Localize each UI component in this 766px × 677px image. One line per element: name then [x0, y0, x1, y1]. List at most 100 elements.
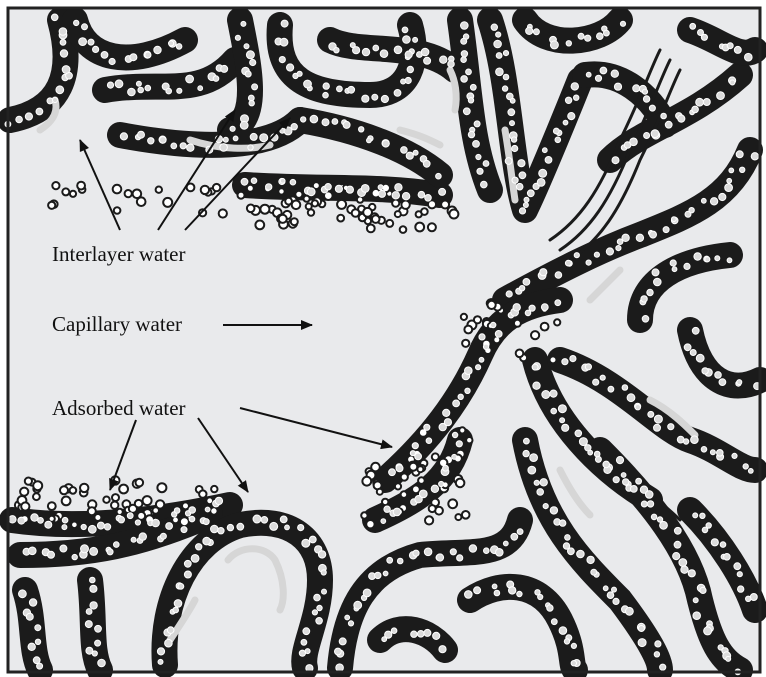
layer-particle: [196, 544, 202, 550]
layer-particle: [323, 92, 329, 98]
layer-particle: [607, 592, 614, 599]
layer-particle: [203, 537, 211, 545]
layer-particle: [127, 513, 133, 519]
layer-particle: [401, 147, 408, 154]
layer-particle: [678, 115, 685, 122]
layer-particle: [118, 517, 124, 523]
layer-particle: [131, 537, 136, 542]
layer-particle: [346, 186, 353, 193]
layer-particle: [745, 53, 753, 61]
layer-particle: [479, 334, 485, 340]
adsorbed-particle: [20, 488, 28, 496]
layer-particle: [578, 33, 584, 39]
layer-particle: [750, 594, 757, 601]
layer-particle: [579, 438, 587, 446]
adsorbed-particle: [33, 481, 42, 490]
layer-particle: [407, 66, 413, 72]
adsorbed-particle: [125, 190, 132, 197]
adsorbed-particle: [449, 210, 458, 219]
layer-particle: [90, 547, 98, 555]
adsorbed-particle: [48, 502, 56, 510]
layer-particle: [492, 584, 497, 589]
layer-particle: [484, 548, 490, 554]
adsorbed-particle: [33, 493, 40, 500]
layer-particle: [672, 217, 677, 222]
layer-particle: [533, 382, 540, 389]
layer-particle: [29, 599, 36, 606]
layer-particle: [636, 234, 643, 241]
layer-particle: [551, 408, 557, 414]
layer-particle: [72, 554, 77, 559]
layer-particle: [547, 605, 553, 611]
layer-particle: [458, 394, 463, 399]
layer-particle: [307, 188, 315, 196]
layer-particle: [696, 98, 704, 106]
layer-particle: [95, 625, 102, 632]
layer-particle: [577, 550, 585, 558]
adsorbed-particle: [119, 485, 128, 494]
layer-particle: [704, 627, 712, 635]
adsorbed-particle: [428, 200, 436, 208]
layer-particle: [543, 504, 548, 509]
layer-particle: [502, 86, 507, 91]
layer-particle: [335, 185, 342, 192]
adsorbed-particle: [135, 500, 143, 508]
layer-particle: [469, 545, 476, 552]
layer-particle: [86, 609, 92, 615]
layer-particle: [586, 72, 591, 77]
layer-particle: [250, 133, 257, 140]
adsorbed-particle: [462, 511, 470, 519]
layer-particle: [559, 627, 567, 635]
layer-particle: [379, 190, 386, 197]
layer-particle: [702, 368, 708, 374]
layer-particle: [696, 354, 704, 362]
layer-particle: [700, 587, 706, 593]
layer-particle: [512, 177, 518, 183]
adsorbed-particle: [94, 514, 101, 521]
layer-particle: [523, 450, 529, 456]
layer-particle: [603, 586, 608, 591]
adsorbed-particle: [62, 188, 69, 195]
layer-particle: [705, 257, 710, 262]
layer-particle: [491, 24, 497, 30]
layer-particle: [354, 601, 362, 609]
layer-particle: [725, 184, 733, 192]
layer-particle: [715, 256, 720, 261]
layer-particle: [413, 550, 419, 556]
layer-particle: [31, 514, 38, 521]
layer-particle: [250, 59, 256, 65]
adsorbed-particle: [516, 350, 524, 358]
layer-particle: [413, 37, 418, 42]
layer-particle: [440, 56, 447, 63]
adsorbed-particle: [401, 201, 409, 209]
layer-particle: [743, 464, 748, 469]
adsorbed-particle: [278, 188, 284, 194]
layer-particle: [465, 367, 473, 375]
layer-particle: [641, 296, 647, 302]
layer-particle: [130, 54, 137, 61]
layer-particle: [189, 516, 195, 522]
capillary-water-label: Capillary water: [52, 314, 182, 335]
adsorbed-particle: [421, 208, 428, 215]
layer-particle: [382, 140, 389, 147]
layer-particle: [372, 94, 378, 100]
layer-particle: [641, 501, 647, 507]
layer-particle: [397, 558, 403, 564]
layer-particle: [461, 38, 467, 44]
adsorbed-particle: [163, 198, 172, 207]
layer-particle: [38, 518, 44, 524]
layer-particle: [732, 453, 737, 458]
layer-particle: [461, 76, 468, 83]
layer-particle: [711, 539, 718, 546]
layer-particle: [734, 46, 741, 53]
layer-particle: [574, 95, 579, 100]
layer-particle: [524, 197, 529, 202]
layer-particle: [542, 391, 550, 399]
layer-particle: [419, 490, 427, 498]
layer-particle: [512, 145, 518, 151]
layer-particle: [519, 208, 525, 214]
layer-particle: [279, 57, 285, 63]
layer-particle: [612, 587, 617, 592]
layer-particle: [387, 557, 393, 563]
adsorbed-particle: [441, 201, 449, 209]
